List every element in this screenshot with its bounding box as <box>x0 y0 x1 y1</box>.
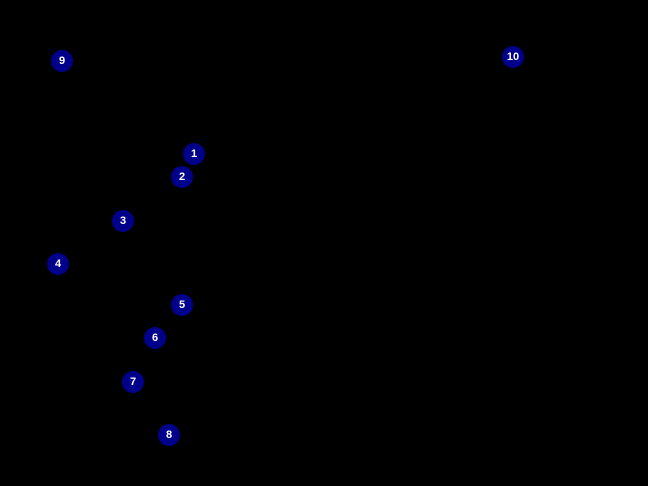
som-mark-5[interactable]: 5 <box>171 294 193 316</box>
som-mark-6[interactable]: 6 <box>144 327 166 349</box>
som-mark-3[interactable]: 3 <box>112 210 134 232</box>
som-mark-7[interactable]: 7 <box>122 371 144 393</box>
som-mark-4[interactable]: 4 <box>47 253 69 275</box>
som-mark-10[interactable]: 10 <box>502 46 524 68</box>
som-mark-8[interactable]: 8 <box>158 424 180 446</box>
som-mark-9[interactable]: 9 <box>51 50 73 72</box>
som-mark-1[interactable]: 1 <box>183 143 205 165</box>
som-mark-2[interactable]: 2 <box>171 166 193 188</box>
